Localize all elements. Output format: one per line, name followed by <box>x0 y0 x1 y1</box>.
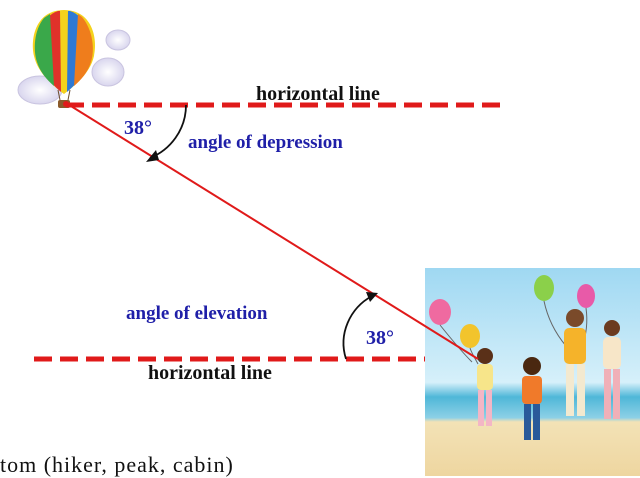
elevation-arrowhead <box>366 292 378 302</box>
depression-angle-arc <box>149 104 187 159</box>
line-of-sight <box>65 102 479 360</box>
depression-arrowhead <box>146 150 159 162</box>
bottom-horizontal-label: horizontal line <box>148 362 272 384</box>
angle-of-depression-label: angle of depression <box>188 132 343 153</box>
elevation-angle-arc <box>342 295 373 360</box>
angle-value-top: 38° <box>124 117 152 139</box>
angle-value-bottom: 38° <box>366 327 394 349</box>
footer-text-fragment: tom (hiker, peak, cabin) <box>0 452 234 477</box>
family-with-balloons-illustration <box>425 268 640 476</box>
angle-of-elevation-label: angle of elevation <box>126 303 268 324</box>
observer-point-top <box>63 101 69 107</box>
hot-air-balloon-icon <box>17 10 131 108</box>
top-horizontal-label: horizontal line <box>256 83 380 105</box>
